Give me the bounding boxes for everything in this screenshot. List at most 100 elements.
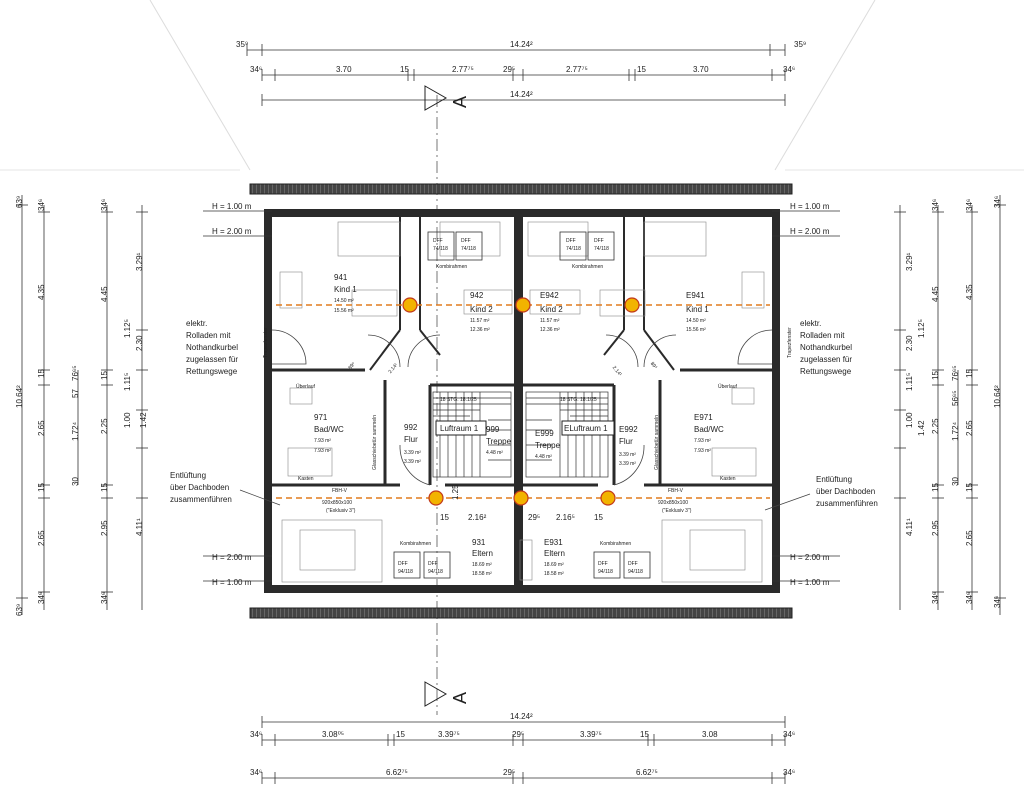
room-area: 3.39 m² [404, 459, 421, 465]
room-area: 15.56 m² [334, 308, 354, 314]
marker-ring [515, 297, 531, 313]
kombirahmen-label: Kombirahmen [600, 541, 631, 547]
h-line-l-2: H = 2.00 m [212, 227, 252, 236]
note-rolladen-l: Rettungswege [186, 367, 238, 376]
section-marker-top: A [450, 96, 470, 108]
room-name: Kind 2 [470, 305, 493, 314]
h-line-l-3: H = 2.00 m [212, 553, 252, 562]
section-marker-bottom: A [450, 692, 470, 704]
dim-bot-r2-2: 29⁵ [503, 768, 515, 777]
dim-right-small-0: 76⁶⁵ [951, 365, 960, 381]
fbh-label: FBH-V [332, 488, 348, 494]
dim-right-c3-2: 15 [931, 371, 940, 380]
dim-left-c3-4: 15 [100, 483, 109, 492]
right-dimensions [894, 195, 1006, 615]
dim-left-c3-5: 2.95 [100, 520, 109, 536]
dim-left-c3-3: 2.25 [100, 418, 109, 434]
room-name: Kind 1 [686, 305, 709, 314]
kombirahmen-label: Kombirahmen [400, 541, 431, 547]
dim-right-c3-4: 15 [931, 483, 940, 492]
dim-left-c2-0: 34⁶ [37, 199, 46, 211]
left-dimensions [16, 195, 148, 615]
height-lines [203, 210, 840, 582]
dim-inner-1: 15 [440, 513, 449, 522]
note-rolladen-r: zugelassen für [800, 355, 852, 364]
dim-left-c2-3: 2.65 [37, 420, 46, 436]
room-no: 992 [404, 423, 418, 432]
dim-right-c2-2: 15 [965, 369, 974, 378]
dim-top-edge-r: 35⁹ [794, 40, 806, 49]
dim-left-c2-6: 34⁶ [37, 592, 46, 604]
dff-label: DFF [461, 238, 471, 244]
dim-left-small-0: 76⁶⁵ [71, 365, 80, 381]
room-no: 971 [314, 413, 328, 422]
marker-ring [513, 490, 529, 506]
h-line-r-4: H = 1.00 m [790, 578, 830, 587]
glasschiebe-label: Glasschiebetür sammeln [654, 415, 660, 470]
dim-left-c4-2: 1.12⁵ [123, 319, 132, 338]
dim-inner-4: 2.16⁵ [556, 513, 575, 522]
dim-left-c4-1: 2.30 [135, 335, 144, 351]
dff-label: DFF [398, 561, 408, 567]
dim-right-c2-1: 4.35 [965, 284, 974, 300]
room-area: 3.39 m² [619, 452, 636, 458]
marker-ring [402, 297, 418, 313]
h-line-r-2: H = 2.00 m [790, 227, 830, 236]
dim-bot-r1-0: 34⁶ [250, 730, 262, 739]
note-rolladen-r: Nothandkurbel [800, 343, 852, 352]
luftraum-right-box [561, 420, 615, 436]
dim-left-c2-4: 15 [37, 483, 46, 492]
dim-bot-r1-5: 3.39⁷⁵ [580, 730, 602, 739]
dim-right-outer-bot: 34⁶ [993, 596, 1002, 608]
note-rolladen-r: Rolladen mit [800, 331, 845, 340]
note-rolladen-r: elektr. [800, 319, 821, 328]
room-no: E971 [694, 413, 713, 422]
dim-top-r2-3: 2.77⁷⁵ [452, 65, 474, 74]
dim-right-c4-1: 2.30 [905, 335, 914, 351]
dim-bot-r1-1: 3.08⁰⁵ [322, 730, 344, 739]
dim-left-c3-2: 15 [100, 371, 109, 380]
room-area: 14.50 m² [334, 298, 354, 304]
dim-left-c2-2: 15 [37, 369, 46, 378]
dim-top-r2-2: 15 [400, 65, 409, 74]
room-area: 7.93 m² [314, 448, 331, 454]
dff-label: DFF [428, 561, 438, 567]
h-line-l-1: H = 1.00 m [212, 202, 252, 211]
dim-right-c4-5: 1.42 [917, 420, 926, 436]
dim-right-c4-3: 1.11⁵ [905, 373, 914, 391]
room-name: Bad/WC [314, 425, 344, 434]
kasten-label: Kasten [298, 476, 314, 482]
room-name: Flur [404, 435, 418, 444]
dff-size: 94/118 [598, 569, 613, 575]
note-entlueftung-r: über Dachboden [816, 487, 875, 496]
room-no: 999 [486, 425, 500, 434]
luftraum-left-label: Luftraum 1 [440, 424, 479, 433]
marker-ring [600, 490, 616, 506]
angle-label: 2.14¹ [387, 362, 399, 375]
dim-left-c2-1: 4.35 [37, 284, 46, 300]
dim-right-c4-2: 1.12⁵ [917, 319, 926, 338]
dim-bot-r1-2: 15 [396, 730, 405, 739]
dim-left-small-3: 30 [71, 477, 80, 486]
dim-top-r2-1: 3.70 [336, 65, 352, 74]
dim-top-r2-6: 15 [637, 65, 646, 74]
fbh-label: FBH-V [668, 488, 684, 494]
window-label: 920x850x100 [322, 500, 352, 506]
dim-top-overall: 14.24² [510, 40, 533, 49]
level-markers [402, 297, 640, 506]
kombirahmen-label: Kombirahmen [436, 264, 467, 270]
stairs-label: 18 STG. 18.1/25 [440, 397, 477, 403]
dim-bottom-overall: 14.24² [510, 712, 533, 721]
room-name: Eltern [544, 549, 565, 558]
room-area: 11.57 m² [470, 318, 490, 324]
luftraum-left-box [435, 420, 487, 436]
dim-left-c3-1: 4.45 [100, 286, 109, 302]
dim-right-c2-3: 2.65 [965, 420, 974, 436]
dim-right-small-2: 1.72⁴ [951, 421, 960, 441]
dim-left-c4-3: 1.11⁵ [123, 373, 132, 391]
trapez-label: Trapezfenster [787, 327, 793, 358]
note-entlueftung-r: zusammenführen [816, 499, 878, 508]
note-entlueftung-l: über Dachboden [170, 483, 229, 492]
note-rolladen-l: zugelassen für [186, 355, 238, 364]
